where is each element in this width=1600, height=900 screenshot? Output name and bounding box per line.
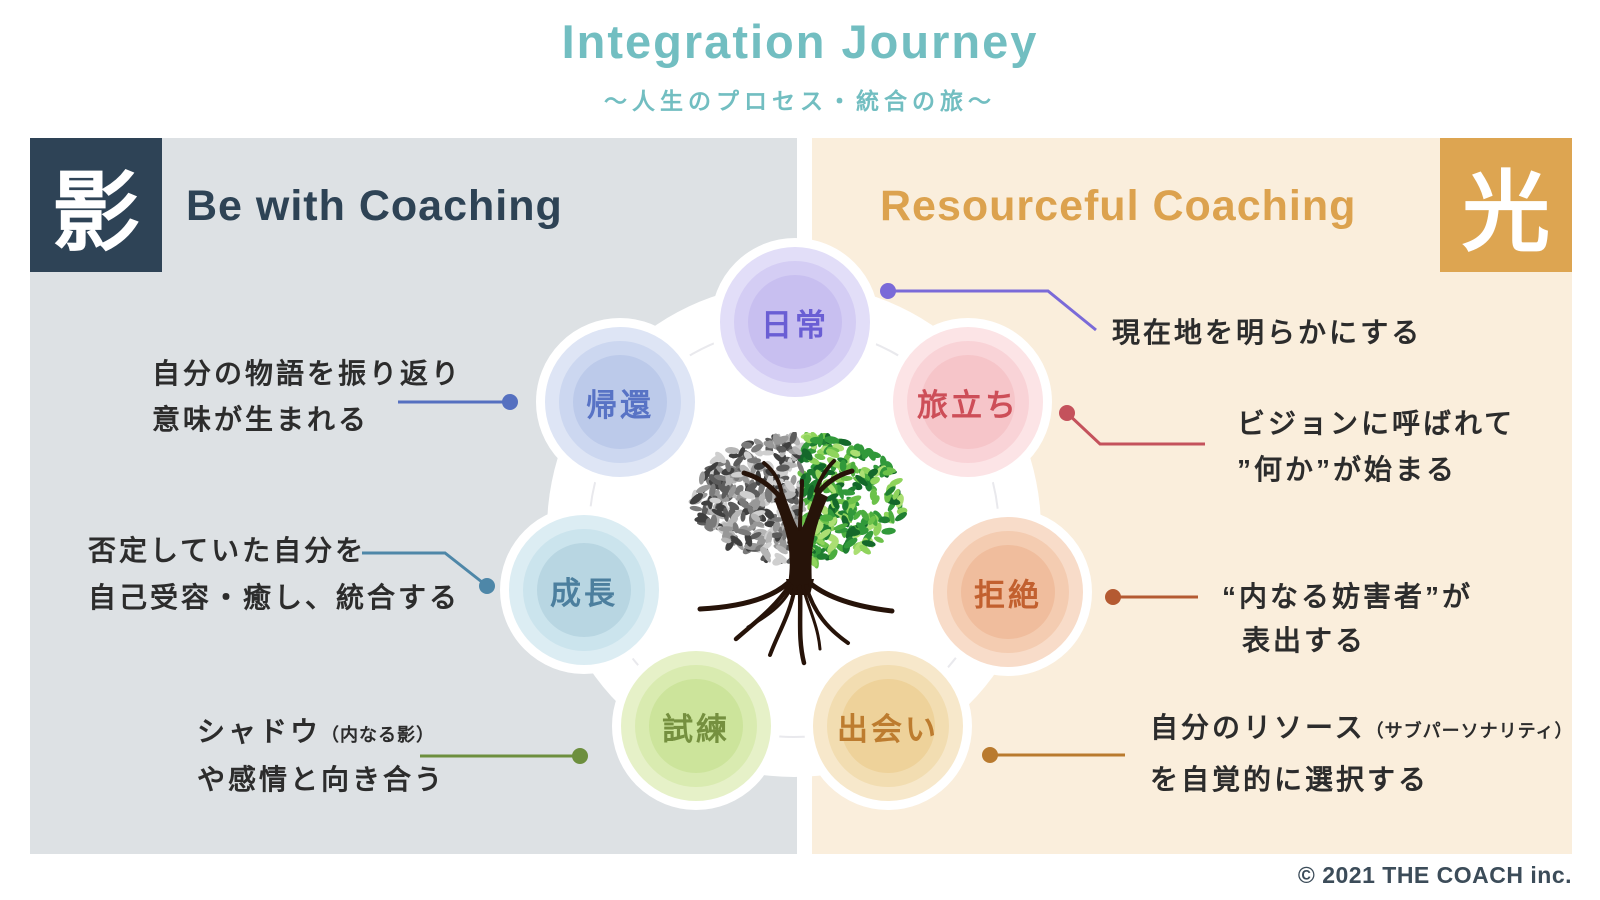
node-label-kyozetsu: 拒絶 xyxy=(974,577,1042,613)
annotation-text: シャドウ xyxy=(197,716,322,747)
node-label-kikan: 帰還 xyxy=(586,387,654,423)
node-tabidachi: 旅立ち xyxy=(884,318,1052,486)
node-seicho: 成長 xyxy=(500,506,668,674)
node-label-shiren: 試練 xyxy=(662,711,730,747)
node-kikan: 帰還 xyxy=(536,318,704,486)
annotation-deai: 自分のリソース（サブパーソナリティ） を自覚的に選択する xyxy=(1150,711,1574,797)
page-title: Integration Journey xyxy=(561,15,1039,68)
annotation-text-line2: ”何か”が始まる xyxy=(1237,454,1458,485)
annotation-tabidachi: ビジョンに呼ばれて ”何か”が始まる xyxy=(1237,407,1515,487)
integration-tree-illustration xyxy=(688,432,908,666)
node-label-seicho: 成長 xyxy=(550,575,618,611)
resourceful-coaching-heading: Resourceful Coaching xyxy=(880,182,1357,230)
annotation-kikan: 自分の物語を振り返り 意味が生まれる xyxy=(152,357,462,437)
tree-trunk-and-roots xyxy=(697,459,895,666)
annotation-kyozetsu: “内なる妨害者”が 表出する xyxy=(1222,580,1473,658)
annotation-text-line2: 表出する xyxy=(1242,625,1367,656)
annotation-text-small: （内なる影） xyxy=(321,725,436,745)
node-kyozetsu: 拒絶 xyxy=(924,508,1092,676)
annotation-text-line2: 意味が生まれる xyxy=(152,404,370,435)
annotation-shiren: シャドウ（内なる影） や感情と向き合う xyxy=(197,715,445,797)
annotation-text: 否定していた自分を xyxy=(88,535,367,566)
node-nichijo: 日常 xyxy=(711,238,879,406)
light-kanji: 光 xyxy=(1461,162,1550,262)
annotation-seicho: 否定していた自分を 自己受容・癒し、統合する xyxy=(88,534,460,615)
annotation-text-line2: 自己受容・癒し、統合する xyxy=(88,582,461,613)
annotation-text-line2: を自覚的に選択する xyxy=(1150,764,1430,795)
node-ring-core xyxy=(748,275,842,369)
node-ring-core xyxy=(537,543,631,637)
annotation-text: 自分の物語を振り返り xyxy=(152,358,463,389)
node-label-nichijo: 日常 xyxy=(761,307,829,343)
annotation-text: ビジョンに呼ばれて xyxy=(1237,408,1516,439)
node-ring-core xyxy=(961,545,1055,639)
light-kanji-badge: 光 xyxy=(1440,138,1572,272)
annotation-nichijo: 現在地を明らかにする xyxy=(1112,316,1422,350)
node-ring-core xyxy=(649,679,743,773)
node-label-tabidachi: 旅立ち xyxy=(917,387,1019,423)
node-deai: 出会い xyxy=(804,642,972,810)
node-ring-core xyxy=(841,679,935,773)
copyright: © 2021 THE COACH inc. xyxy=(1297,862,1572,888)
shadow-kanji: 影 xyxy=(51,162,140,262)
node-label-deai: 出会い xyxy=(837,711,939,747)
node-ring-core xyxy=(573,355,667,449)
annotation-text: 自分のリソース xyxy=(1150,712,1366,743)
annotation-text-small: （サブパーソナリティ） xyxy=(1365,721,1574,741)
annotation-text: 現在地を明らかにする xyxy=(1112,317,1423,348)
shadow-kanji-badge: 影 xyxy=(30,138,162,272)
annotation-text-line2: や感情と向き合う xyxy=(197,764,446,795)
annotation-text: “内なる妨害者”が xyxy=(1222,581,1474,612)
node-ring-core xyxy=(921,355,1015,449)
node-shiren: 試練 xyxy=(612,642,780,810)
page-subtitle: ～人生のプロセス・統合の旅～ xyxy=(604,88,996,114)
be-with-coaching-heading: Be with Coaching xyxy=(186,182,563,230)
